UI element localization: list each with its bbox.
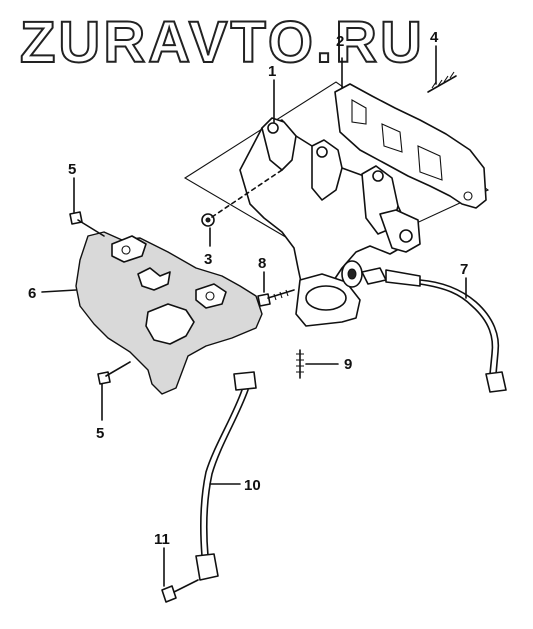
sensor-body <box>195 553 219 581</box>
leader-lines <box>41 45 467 587</box>
oxygen-sensor-rear <box>195 371 257 581</box>
sensor-connector <box>233 371 257 391</box>
callout-9: 9 <box>344 356 352 373</box>
stud-thread <box>431 71 455 89</box>
flange-bolt-hole-1 <box>267 122 279 134</box>
nut-leader-dashed <box>211 169 283 218</box>
bolt-part-5-top <box>69 211 105 237</box>
stud-part-4 <box>427 71 457 93</box>
callout-7: 7 <box>460 261 468 278</box>
heat-shield <box>75 231 263 395</box>
bolt-shank <box>77 219 105 237</box>
bolt-part-5-bottom <box>97 361 131 385</box>
callout-2: 2 <box>336 33 344 50</box>
bolt-part-11 <box>161 579 199 603</box>
leader-6 <box>41 289 77 293</box>
outlet-port <box>305 285 347 311</box>
sensor-connector <box>485 371 507 393</box>
bolt-thread <box>273 289 289 301</box>
shield-hole-1 <box>121 245 131 255</box>
heat-shield-vent <box>145 303 195 345</box>
bolt-part-8 <box>257 289 295 307</box>
sensor-body <box>385 269 421 287</box>
heat-shield-boss-1 <box>111 235 147 263</box>
watermark-text: ZURAVTO.RU <box>20 10 425 75</box>
callout-labels: 1 2 3 4 5 5 6 7 8 9 10 11 <box>28 29 468 548</box>
bolt-shank <box>105 361 131 377</box>
exhaust-gasket <box>334 83 487 209</box>
callout-1: 1 <box>268 63 276 80</box>
callout-8: 8 <box>258 255 266 272</box>
sensor-wire <box>200 389 243 557</box>
sensor-boss-hole <box>347 268 357 280</box>
manifold-flange-side <box>379 209 421 253</box>
callout-5-bottom: 5 <box>96 425 104 442</box>
bolt-head <box>161 585 177 603</box>
stud-part-9 <box>296 349 304 379</box>
stud-thread <box>296 353 304 373</box>
oxygen-sensor-front <box>361 267 507 393</box>
sensor-nut <box>361 267 387 285</box>
exhaust-manifold <box>239 117 421 327</box>
callout-11: 11 <box>154 531 170 548</box>
sensor-wire-2 <box>206 389 249 557</box>
flange-side-hole <box>399 229 413 243</box>
stud-body <box>427 75 457 93</box>
flange-bolt-hole-3 <box>372 170 384 182</box>
callout-4: 4 <box>430 29 439 46</box>
callout-6: 6 <box>28 285 36 302</box>
heat-shield-emblem <box>137 267 171 291</box>
callout-5-top: 5 <box>68 161 76 178</box>
sensor-wire <box>419 279 500 375</box>
bolt-head <box>257 293 271 307</box>
gasket-port-2 <box>381 123 403 153</box>
nut-hole <box>205 217 211 223</box>
shield-hole-2 <box>205 291 215 301</box>
gasket-hole <box>463 191 473 201</box>
flange-bolt-hole-2 <box>316 146 328 158</box>
heat-shield-boss-2 <box>195 283 227 309</box>
sensor-wire-2 <box>419 283 494 375</box>
callout-3: 3 <box>204 251 212 268</box>
gasket-port-3 <box>417 145 443 181</box>
gasket-assembly <box>183 81 490 264</box>
gasket-plane-outline <box>183 81 490 264</box>
callout-10: 10 <box>244 477 261 494</box>
bolt-shank <box>173 579 199 593</box>
gasket-port-1 <box>351 99 367 125</box>
nut-part-3 <box>201 169 283 227</box>
